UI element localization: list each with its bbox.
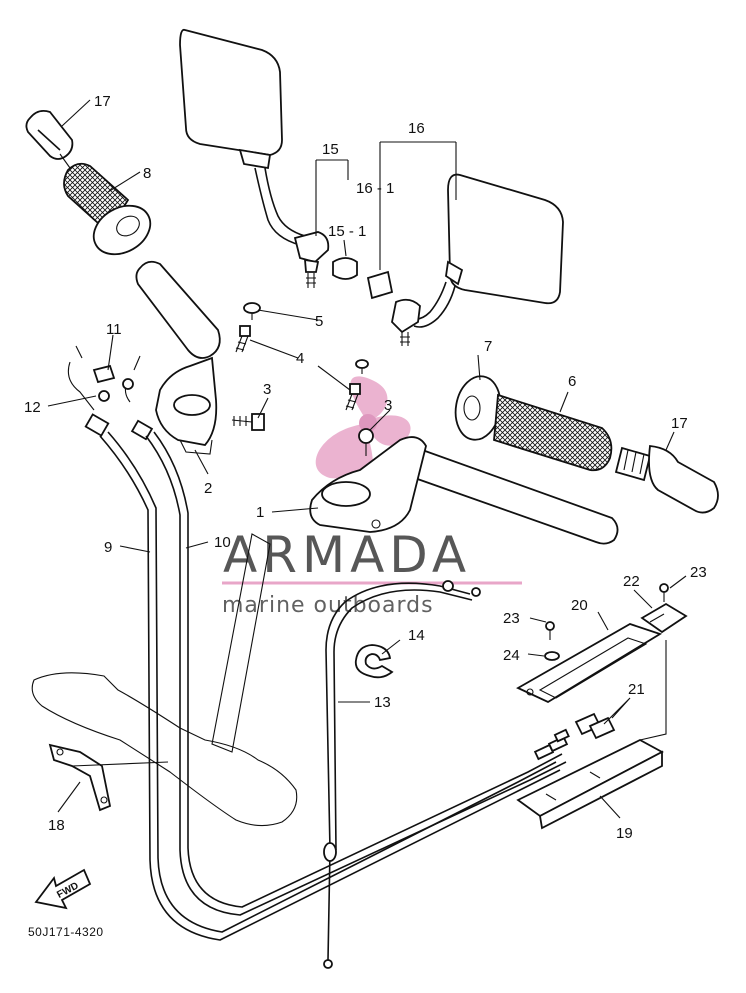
- cable-9: [99, 431, 561, 941]
- leader-lines: [47, 99, 687, 819]
- left-mirror: [179, 28, 330, 288]
- callout-15-1: 15 - 1: [328, 223, 366, 240]
- bolt-4-left: [235, 325, 251, 353]
- cable-adjuster-11: [92, 364, 116, 384]
- callout-18: 18: [48, 817, 65, 834]
- cable-13: [323, 580, 481, 969]
- left-handlebar-tube: [135, 260, 221, 359]
- left-holder-2: [155, 356, 218, 455]
- bolt-4-right: [345, 383, 361, 411]
- screw-5-left: [243, 302, 261, 320]
- right-end-weight-17: [614, 445, 719, 514]
- callout-23-upper: 23: [690, 564, 707, 581]
- callout-17-left: 17: [94, 93, 111, 110]
- bracket-18: [48, 743, 112, 812]
- callout-12: 12: [24, 399, 41, 416]
- plate-22: [640, 602, 688, 634]
- cover-20: [516, 623, 663, 704]
- callout-3-left: 3: [263, 381, 271, 398]
- screw-23-lower: [545, 621, 555, 640]
- right-holder-1: [309, 436, 427, 533]
- callout-24: 24: [503, 647, 520, 664]
- mirror-cap-15-1: [332, 257, 358, 280]
- callout-1: 1: [256, 504, 264, 521]
- callout-8: 8: [143, 165, 151, 182]
- right-handlebar-tube: [390, 440, 619, 545]
- nut-24: [544, 651, 560, 661]
- callout-16-1: 16 - 1: [356, 180, 394, 197]
- callout-19: 19: [616, 825, 633, 842]
- bolt-3-left: [231, 413, 265, 431]
- callout-14: 14: [408, 627, 425, 644]
- callout-21: 21: [628, 681, 645, 698]
- clips-21: [574, 712, 616, 740]
- callout-2: 2: [204, 480, 212, 497]
- callout-10: 10: [214, 534, 231, 551]
- callout-labels: 17 8 11 12 3 2 5 4 3 1 15 15 - 1 16 16 -…: [24, 93, 707, 842]
- watermark-brand: ARMADA: [223, 526, 471, 584]
- callout-20: 20: [571, 597, 588, 614]
- callout-15: 15: [322, 141, 339, 158]
- cable-10: [145, 431, 567, 916]
- callout-7: 7: [484, 338, 492, 355]
- callout-23-lower: 23: [503, 610, 520, 627]
- routing-outline: [31, 533, 298, 827]
- callout-11: 11: [106, 321, 122, 338]
- right-grip-6: [493, 393, 613, 472]
- bracket-19: [516, 640, 667, 830]
- left-grip-8: [63, 162, 152, 256]
- screw-5-right: [355, 359, 369, 374]
- callout-17-right: 17: [671, 415, 688, 432]
- left-end-weight-17: [25, 109, 74, 169]
- watermark-subtitle: marine outboards: [222, 593, 434, 618]
- bolt-3-right: [358, 428, 374, 456]
- fwd-arrow-icon: FWD: [34, 868, 92, 910]
- mirror-nut-16-1: [366, 270, 394, 300]
- cable-ends-12: [67, 345, 154, 441]
- callout-22: 22: [623, 573, 640, 590]
- cable-connectors: [533, 728, 570, 761]
- part-code: 50J171-4320: [28, 925, 104, 939]
- callout-9: 9: [104, 539, 112, 556]
- callout-6: 6: [568, 373, 576, 390]
- callout-5: 5: [315, 313, 323, 330]
- callout-13: 13: [374, 694, 391, 711]
- right-mirror: [391, 173, 564, 346]
- callout-16: 16: [408, 120, 425, 137]
- screw-23-upper: [659, 583, 669, 602]
- callout-4: 4: [296, 350, 304, 367]
- callout-3-right: 3: [384, 397, 392, 414]
